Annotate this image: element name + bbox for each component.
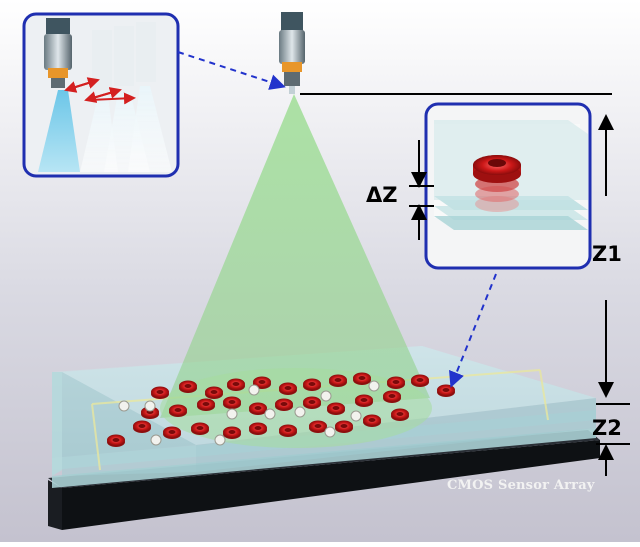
red-cell-center <box>112 438 120 442</box>
red-cell-center <box>340 424 348 428</box>
red-cell-center <box>360 398 368 402</box>
lateral-shift-inset <box>22 12 180 178</box>
white-cell <box>150 434 162 446</box>
red-cell-center <box>442 388 450 392</box>
white-cell <box>294 406 306 418</box>
white-cell <box>324 426 336 438</box>
light-source <box>279 12 305 94</box>
red-cell-center <box>232 382 240 386</box>
red-cell-center <box>416 378 424 382</box>
red-cell-center <box>392 380 400 384</box>
red-cell-center <box>254 426 262 430</box>
white-cell <box>214 434 226 446</box>
red-cell-center <box>280 402 288 406</box>
red-cell-center <box>308 382 316 386</box>
white-cell <box>226 408 238 420</box>
red-cell-center <box>358 376 366 380</box>
dashed-arrow-to-cell <box>449 273 497 388</box>
red-cell-center <box>396 412 404 416</box>
red-cell-center <box>368 418 376 422</box>
z1-label: Z1 <box>592 242 622 266</box>
z2-label: Z2 <box>592 416 622 440</box>
white-cell <box>320 390 332 402</box>
red-cell-center <box>314 424 322 428</box>
red-cell-center <box>174 408 182 412</box>
red-cell-center <box>210 390 218 394</box>
red-cell-center <box>332 406 340 410</box>
axial-shift-inset <box>424 102 592 270</box>
dashed-arrow-to-source <box>177 51 286 90</box>
red-cell-center <box>228 400 236 404</box>
white-cell <box>248 384 260 396</box>
red-cell-center <box>138 424 146 428</box>
red-cell-center <box>334 378 342 382</box>
red-cell-center <box>284 428 292 432</box>
red-cell-center <box>196 426 204 430</box>
white-cell <box>368 380 380 392</box>
red-cell-center <box>258 380 266 384</box>
red-cell-center <box>284 386 292 390</box>
red-cell-center <box>202 402 210 406</box>
cells <box>107 372 455 447</box>
illumination-cone <box>160 94 430 418</box>
z2-indicator <box>596 403 630 476</box>
white-cell <box>264 408 276 420</box>
red-cell-center <box>184 384 192 388</box>
white-cell <box>118 400 130 412</box>
white-cell <box>350 410 362 422</box>
cmos-sensor-label: CMOS Sensor Array <box>447 478 595 493</box>
red-cell-center <box>308 400 316 404</box>
delta-z-indicator <box>409 140 434 240</box>
white-cell <box>144 400 156 412</box>
red-cell-center <box>388 394 396 398</box>
red-cell-center <box>168 430 176 434</box>
red-cell-center <box>254 406 262 410</box>
delta-z-label: ΔZ <box>366 183 398 207</box>
z1-indicator <box>300 93 614 398</box>
red-cell-center <box>156 390 164 394</box>
red-cell-center <box>228 430 236 434</box>
